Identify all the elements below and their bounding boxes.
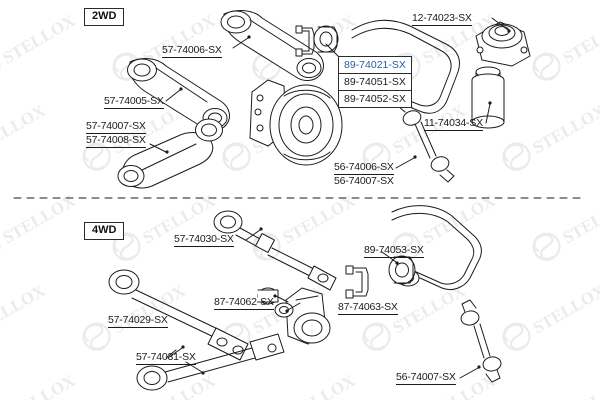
part-label-57-74005: 57-74005-SX xyxy=(104,95,164,109)
hub-assembly-2wd xyxy=(249,79,343,166)
callout-row-89-74051[interactable]: 89-74051-SX xyxy=(339,74,411,91)
part-57-74030-link xyxy=(213,210,337,291)
part-label-56-74006: 56-74006-SX xyxy=(334,161,394,175)
part-57-74007-74008-arm xyxy=(117,118,223,189)
part-label-group-56-74006-74007: 56-74006-SX 56-74007-SX xyxy=(334,161,394,188)
section-tag-4wd: 4WD xyxy=(84,222,125,240)
leader-57-74029 xyxy=(165,349,177,359)
part-57-74031-arm xyxy=(136,333,285,391)
part-label-89-74053: 89-74053-SX xyxy=(364,244,424,258)
part-label-87-74062: 87-74062-SX xyxy=(214,296,274,310)
part-56-74006-74007-link xyxy=(397,99,455,183)
part-label-12-74023: 12-74023-SX xyxy=(412,12,472,26)
leader-lines-2wd xyxy=(149,17,511,169)
part-12-74023-strut-mount xyxy=(475,21,531,67)
part-57-74006-arm xyxy=(220,10,324,81)
part-label-57-74030: 57-74030-SX xyxy=(174,233,234,247)
part-label-87-74063: 87-74063-SX xyxy=(338,301,398,315)
hub-assembly-4wd xyxy=(257,287,331,345)
part-label-57-74008: 57-74008-SX xyxy=(86,134,146,148)
part-label-57-74029: 57-74029-SX xyxy=(108,314,168,328)
callout-leader-line xyxy=(325,43,339,57)
leader-lines-4wd xyxy=(167,227,481,379)
part-label-56-74007-top: 56-74007-SX xyxy=(334,175,394,187)
part-label-11-74034: 11-74034-SX xyxy=(424,117,483,131)
part-56-74007-link-4wd xyxy=(460,299,502,383)
callout-row-89-74052[interactable]: 89-74052-SX xyxy=(344,93,406,105)
stabiliser-bar-4wd xyxy=(345,205,482,299)
part-57-74005-arm xyxy=(127,58,230,131)
part-label-group-57-74007-74008: 57-74007-SX 57-74008-SX xyxy=(86,120,146,148)
part-callout-box[interactable]: 89-74021-SX 89-74051-SX 89-74052-SX xyxy=(338,56,412,108)
part-label-57-74031: 57-74031-SX xyxy=(136,351,196,365)
part-label-57-74006: 57-74006-SX xyxy=(162,44,222,58)
part-label-56-74007-bot: 56-74007-SX xyxy=(396,371,456,385)
part-11-74034-bump-stop xyxy=(471,66,505,129)
callout-row-89-74021[interactable]: 89-74021-SX xyxy=(339,57,411,74)
part-label-57-74007: 57-74007-SX xyxy=(86,120,146,134)
section-tag-2wd: 2WD xyxy=(84,8,125,26)
